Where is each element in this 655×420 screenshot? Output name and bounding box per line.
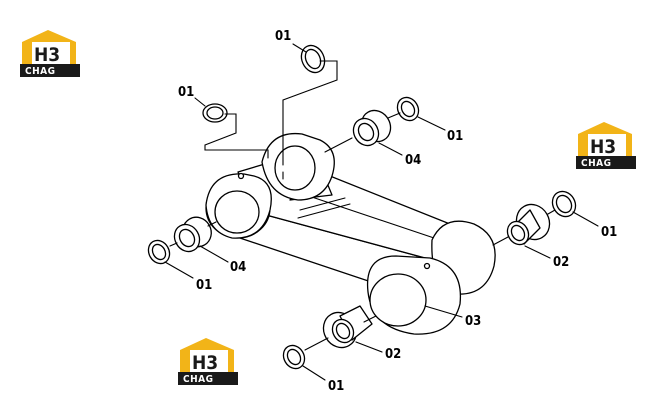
ring-upper-right [396,96,420,122]
ring-left-lower [147,239,171,265]
leader-c5 [572,211,599,227]
logo-inner-panel [190,350,228,372]
logo-word-text: CHAG [581,158,611,169]
callout-label: 01 [275,29,291,44]
ring-inner [286,348,302,366]
logo-band [178,372,238,385]
callout-label: 01 [178,85,194,100]
leader-c3 [417,116,446,131]
logo-word-text: CHAG [183,374,213,385]
axis-right-ring [547,209,556,215]
bushing-04-upper [352,109,392,147]
right-hub [366,220,496,335]
logo-band [20,64,80,77]
watermark-logo-right: H3 CHAG [576,122,636,169]
watermark-logo-bottom: H3 CHAG [178,338,238,385]
right-hub-bore [369,273,427,327]
ring-inner [206,106,224,120]
watermark-logo-top-left: H3 CHAG [20,30,80,77]
ring-right [551,190,577,218]
leader-c8 [524,245,551,259]
logo-mark-text: H3 [192,352,218,374]
top-hub [261,132,335,201]
leader-c4 [378,142,403,156]
bushing-04-left [173,216,212,253]
axis-bottom-ring [304,337,329,351]
axis-left-bushing [207,221,217,227]
link-crossbar-top [299,197,346,211]
axis-upper-ring [387,112,401,119]
leader-lines [164,43,599,381]
callout-label: 01 [196,278,212,293]
callout-label: 03 [465,314,481,329]
ring-left-upper [202,103,228,123]
leader-c2 [194,97,206,107]
ring-inner [400,100,416,118]
callout-label: 01 [328,379,344,394]
leader-c1 [292,43,307,53]
callout-label: 01 [601,225,617,240]
ring-bottom [282,344,306,370]
left-hub [205,172,272,239]
callout-label: 04 [405,153,421,168]
bushing-bore [510,224,526,242]
right-hub-grease-fitting [423,262,431,270]
bushing-bore [178,228,196,248]
flanged-bushing-02-right [506,203,551,246]
callout-label: 04 [230,260,246,275]
flanged-bushing-02-bottom [322,305,373,349]
left-hub-grease-fitting [237,172,245,180]
leader-c12 [302,365,326,381]
link-crossbar-bottom [297,203,351,219]
leader-c7 [199,245,229,263]
ring-inner [555,194,573,214]
logo-mark-text: H3 [590,136,616,158]
left-hub-bore [214,190,260,234]
axis-upper-bushing [324,137,353,153]
ring-inner [304,48,322,70]
callout-label: 02 [553,255,569,270]
callout-label: 01 [447,129,463,144]
ring-inner [151,243,167,261]
centerline-left-upper [204,113,269,159]
ring-top [300,44,326,74]
top-hub-bore [274,145,316,191]
leader-c11 [355,341,383,353]
bushing-bore [335,322,351,340]
callout-label: 02 [385,347,401,362]
bushing-bore [357,122,375,142]
logo-word-text: CHAG [25,66,55,77]
axis-right-bushing [492,236,509,246]
leader-c6 [164,261,194,279]
logo-inner-panel [32,42,70,64]
logo-inner-panel [588,134,626,156]
logo-band [576,156,636,169]
axis-left-ring [169,242,178,247]
logo-mark-text: H3 [34,44,60,66]
leader-c10 [424,305,463,318]
centerline-top [282,60,338,166]
axis-bottom-bushing [363,315,377,323]
